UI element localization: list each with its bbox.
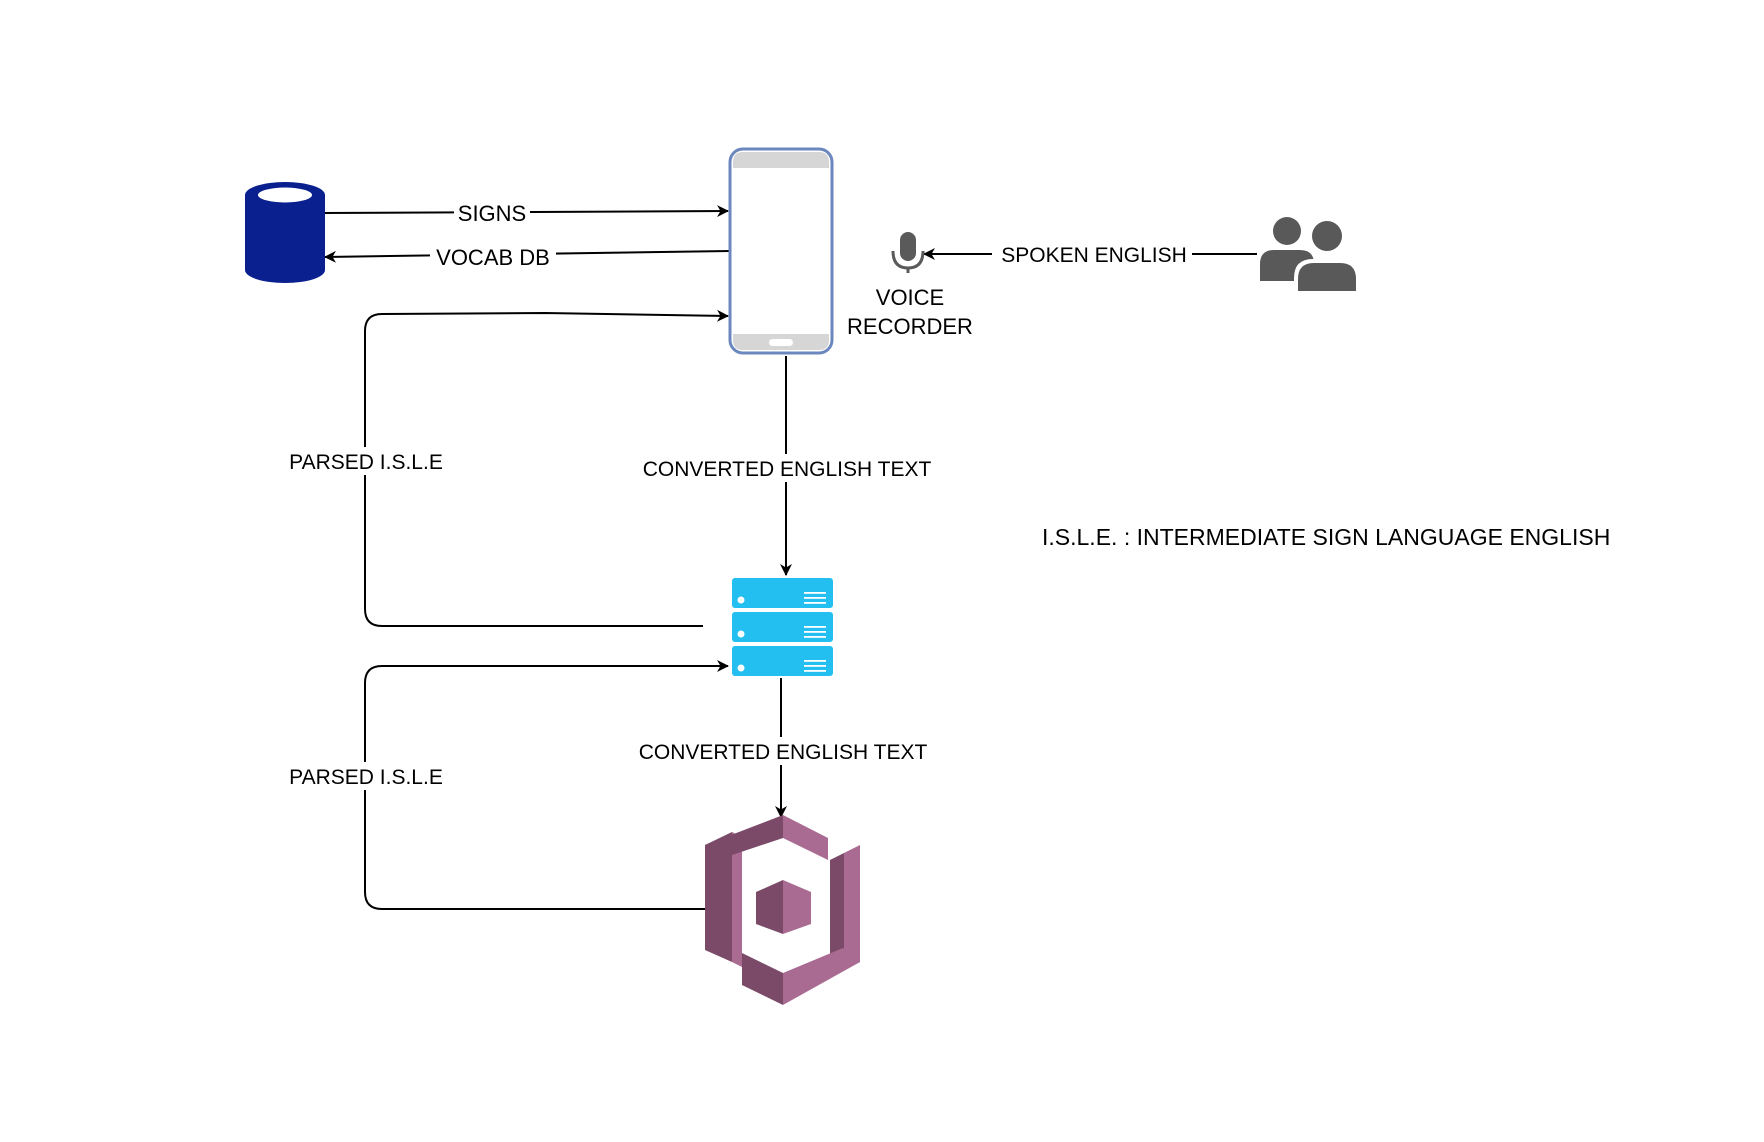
server-rack-icon[interactable] <box>732 578 833 676</box>
voice-recorder-label-line1: VOICE <box>876 285 944 310</box>
signs-label-bg <box>454 199 530 225</box>
server-to-phone-arrow <box>364 309 729 627</box>
parsed-isle-top-label-bg <box>282 447 450 475</box>
vocab-db-label: VOCAB DB <box>436 245 550 270</box>
vocab-db-label-bg <box>430 244 556 270</box>
spoken-english-label: SPOKEN ENGLISH <box>1001 244 1187 267</box>
parsed-isle-bottom-label-bg <box>282 762 450 790</box>
mobile-phone-icon[interactable] <box>728 147 834 355</box>
converted-text-top-label-bg <box>630 454 942 482</box>
legend-text: I.S.L.E. : INTERMEDIATE SIGN LANGUAGE EN… <box>1042 524 1610 550</box>
database-cylinder-icon[interactable] <box>245 182 325 283</box>
converted-text-bottom-label: CONVERTED ENGLISH TEXT <box>639 741 928 764</box>
voice-recorder-label-line2: RECORDER <box>847 314 973 339</box>
users-group-icon[interactable] <box>1260 217 1362 295</box>
microphone-icon[interactable] <box>891 232 925 273</box>
converted-text-top-label: CONVERTED ENGLISH TEXT <box>643 458 932 481</box>
parsed-isle-bottom-label: PARSED I.S.L.E <box>289 766 443 789</box>
spoken-english-label-bg <box>992 242 1192 266</box>
parsed-isle-top-label: PARSED I.S.L.E <box>289 451 443 474</box>
converted-text-bottom-label-bg <box>626 737 938 765</box>
signs-label: SIGNS <box>458 201 526 226</box>
aws-cognito-icon[interactable] <box>705 815 860 1005</box>
